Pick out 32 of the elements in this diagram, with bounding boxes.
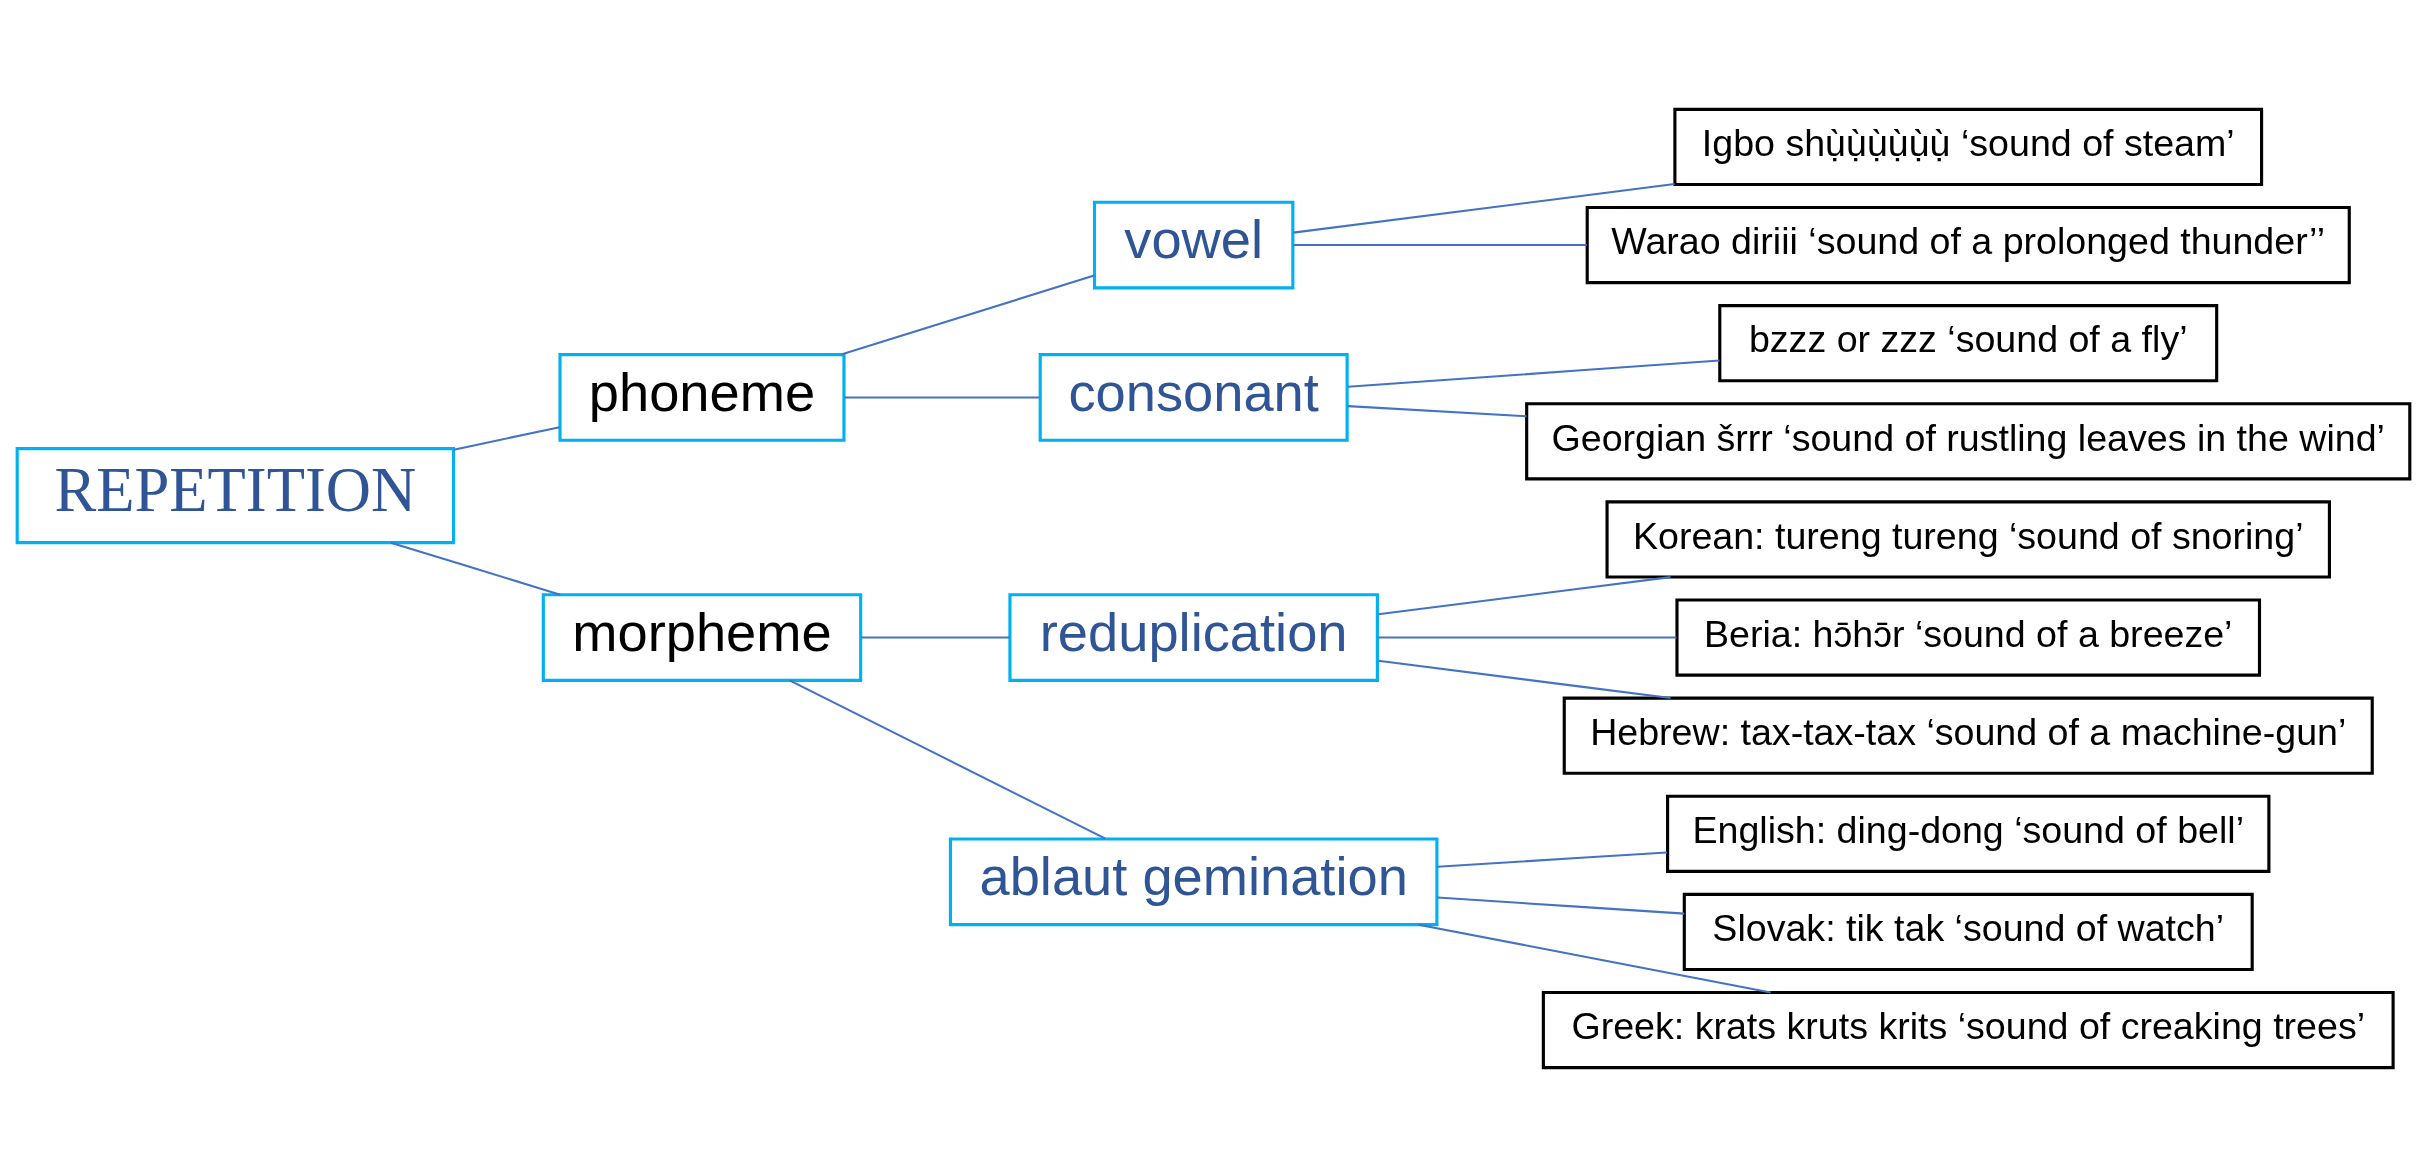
connector: [453, 425, 560, 451]
node-box: Slovak: tik tak ‘sound of watch’: [1682, 892, 2254, 971]
node-box: Warao diriii ‘sound of a prolonged thunder’’: [1585, 205, 2351, 284]
node-box: Greek: krats kruts krits ‘sound of creaking trees’: [1541, 990, 2395, 1069]
connector: [1378, 575, 1671, 615]
connector: [844, 395, 1040, 398]
node-box: Korean: tureng tureng ‘sound of snoring’: [1605, 499, 2331, 579]
node-box: Georgian šrrr ‘sound of rustling leaves in the wind’: [1525, 401, 2412, 480]
node-box: ablaut gemination: [948, 836, 1439, 926]
connector: [390, 541, 561, 596]
connector: [861, 636, 1010, 639]
connector: [1347, 359, 1720, 388]
node-box: bzzz or zzz ‘sound of a fly’: [1718, 303, 2219, 382]
connector: [789, 678, 1106, 840]
node-box: Hebrew: tax-tax-tax ‘sound of a machine-gun’: [1562, 696, 2374, 775]
connector: [1347, 404, 1527, 417]
connector: [1437, 896, 1685, 915]
connector: [1293, 243, 1587, 246]
node-box: REPETITION: [15, 446, 456, 544]
node-box: consonant: [1038, 352, 1349, 442]
node-box: reduplication: [1008, 592, 1379, 682]
node-box: vowel: [1092, 200, 1295, 289]
connector: [1378, 659, 1671, 699]
node-box: Beria: hɔ̄hɔ̄r ‘sound of a breeze’: [1675, 597, 2262, 677]
connector: [1437, 850, 1668, 868]
connector: [840, 274, 1095, 356]
connector: [1293, 182, 1675, 234]
node-box: morpheme: [541, 592, 863, 682]
node-box: Igbo shụ̀ụ̀ụ̀ụ̀ụ̀ụ̀ ‘sound of steam’: [1673, 107, 2264, 186]
node-box: phoneme: [558, 352, 846, 442]
connector: [1378, 636, 1677, 639]
node-box: English: ding-dong ‘sound of bell’: [1666, 794, 2271, 873]
